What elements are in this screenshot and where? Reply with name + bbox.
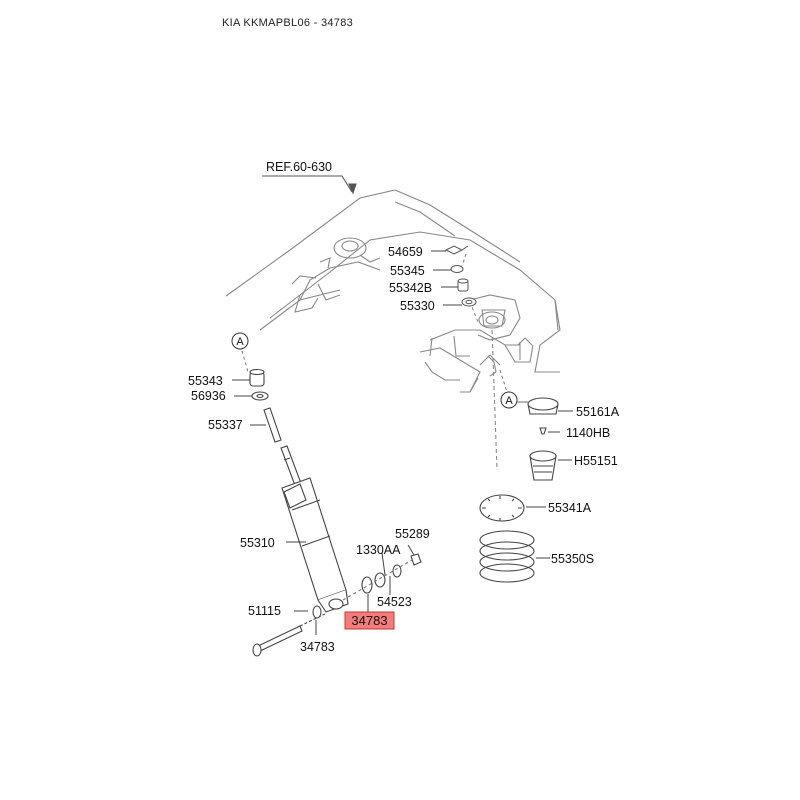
ref-leader [262, 175, 353, 193]
part-label-56936: 56936 [191, 389, 226, 403]
part-label-55289: 55289 [395, 527, 430, 541]
bolt-1140HB [539, 427, 547, 435]
bolt-51115 [252, 613, 326, 657]
callout-a-1: A [231, 332, 249, 373]
part-label-1330AA: 1330AA [356, 543, 401, 557]
part-label-H55151: H55151 [574, 454, 618, 468]
coil-spring-55350S [479, 530, 535, 583]
spacer-55337 [263, 407, 282, 443]
svg-text:A: A [236, 336, 244, 348]
part-label-55350S: 55350S [551, 552, 594, 566]
washer-56936 [251, 391, 269, 401]
washer-55345 [450, 265, 464, 273]
washer-55330 [461, 297, 477, 307]
cap-55161A [527, 397, 559, 415]
highlighted-part-label: 34783 [351, 613, 387, 628]
part-label-55337: 55337 [208, 418, 243, 432]
part-label-55343: 55343 [188, 374, 223, 388]
svg-text:A: A [505, 395, 513, 407]
bushing-55342B [457, 278, 469, 292]
part-label-55341A: 55341A [548, 501, 592, 515]
part-label-55342B: 55342B [389, 281, 432, 295]
bump-stop-H55151 [529, 450, 557, 481]
highlighted-part-34783[interactable]: 34783 [344, 611, 395, 630]
part-label-54659: 54659 [388, 245, 423, 259]
washer-1330AA [361, 576, 373, 594]
part-label-34783-secondary: 34783 [300, 640, 335, 654]
spring-pad-55341A [479, 494, 525, 522]
part-label-1140HB: 1140HB [566, 426, 610, 440]
washer-34783 [312, 605, 322, 619]
page-title: KIA KKMAPBL06 - 34783 [222, 17, 354, 29]
nut-54659 [444, 245, 469, 255]
nut-55289 [410, 553, 422, 566]
part-label-54523: 54523 [377, 595, 412, 609]
part-label-55345: 55345 [390, 264, 425, 278]
ref-label: REF.60-630 [266, 160, 332, 174]
spring-axis-line [491, 329, 498, 471]
callout-a-2: A [499, 369, 518, 409]
part-label-55161A: 55161A [576, 405, 620, 419]
part-label-55310: 55310 [240, 536, 275, 550]
part-label-55330: 55330 [400, 299, 435, 313]
shock-absorber-55310 [281, 477, 349, 613]
bushing-55343 [249, 368, 265, 387]
part-label-51115: 51115 [248, 604, 281, 618]
washer-54523 [392, 564, 402, 578]
frame-outline [225, 189, 561, 393]
